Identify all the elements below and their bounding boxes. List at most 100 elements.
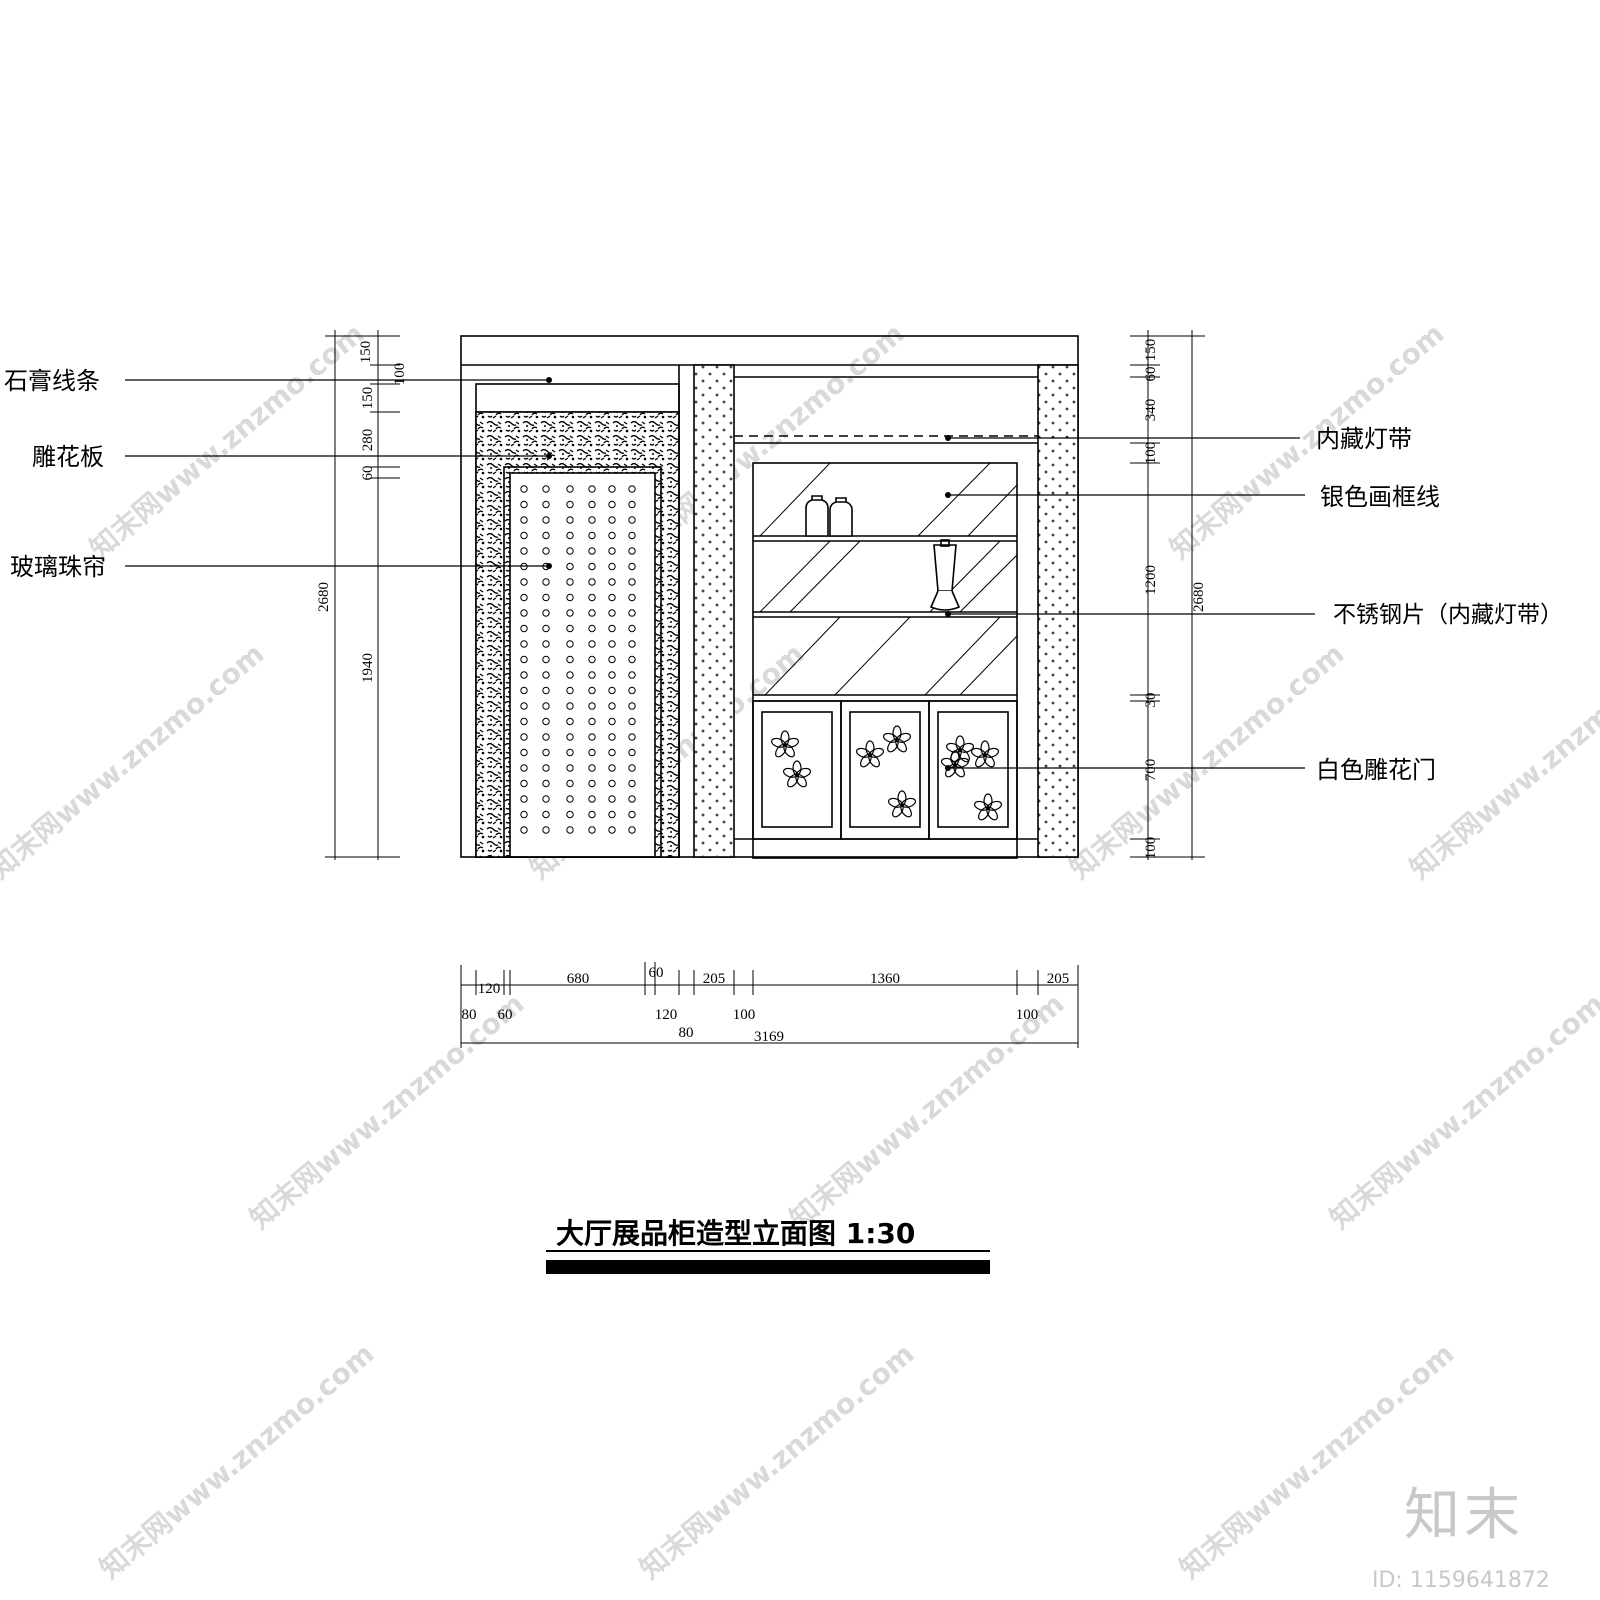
bead	[628, 578, 636, 586]
bead	[628, 500, 636, 509]
bead	[588, 516, 596, 524]
dim-right-100b: 100	[1143, 837, 1159, 860]
bead	[566, 764, 574, 772]
bead	[566, 702, 574, 710]
bead	[542, 578, 550, 586]
bead	[566, 795, 574, 803]
bead	[628, 671, 636, 679]
bead	[608, 531, 616, 540]
bead	[608, 516, 616, 524]
bead	[588, 655, 596, 664]
dim-right-340: 340	[1143, 399, 1159, 422]
brand-id: ID: 1159641872	[1372, 1568, 1550, 1593]
bead	[608, 485, 616, 493]
bead	[566, 547, 574, 555]
bead	[520, 500, 528, 509]
bead	[566, 593, 574, 602]
bead	[628, 779, 636, 788]
dim-left-inner-150: 150	[360, 387, 376, 410]
drawing-title: 大厅展品柜造型立面图 1:30	[556, 1217, 916, 1250]
title-underline-thin	[546, 1250, 990, 1252]
bead	[542, 764, 550, 772]
bead	[566, 810, 574, 819]
bead	[520, 733, 528, 741]
dim-right-30: 30	[1143, 693, 1159, 708]
bead	[520, 702, 528, 710]
dim-bottom-80b: 80	[679, 1025, 694, 1041]
bead	[566, 733, 574, 741]
bead	[520, 485, 528, 493]
bead	[608, 702, 616, 710]
dim-right-1200: 1200	[1143, 565, 1159, 595]
bead	[520, 655, 528, 664]
label-carved-panel: 雕花板	[32, 443, 104, 471]
bead	[628, 547, 636, 555]
bead	[628, 640, 636, 648]
bead	[608, 810, 616, 819]
bead	[520, 578, 528, 586]
dim-left-inner-280: 280	[360, 429, 376, 452]
bead	[566, 779, 574, 788]
bead	[520, 795, 528, 803]
label-silver-frame: 银色画框线	[1320, 483, 1440, 511]
bead	[588, 593, 596, 602]
bead	[588, 748, 596, 757]
bead	[628, 562, 636, 571]
bead	[628, 655, 636, 664]
bead	[520, 810, 528, 819]
bead	[520, 717, 528, 726]
watermark-text: 知末网www.znzmo.com	[783, 987, 1070, 1235]
bead	[608, 748, 616, 757]
title-underline-bar	[546, 1260, 990, 1274]
bead	[520, 686, 528, 695]
bead	[588, 640, 596, 648]
dim-left-outer-2680: 2680	[316, 582, 332, 612]
bead	[542, 810, 550, 819]
bead	[588, 702, 596, 710]
bead	[588, 779, 596, 788]
bead	[628, 516, 636, 524]
bead	[628, 748, 636, 757]
bead	[520, 516, 528, 524]
bead	[542, 671, 550, 679]
bead	[520, 748, 528, 757]
watermark-text: 知末网www.znzmo.com	[1323, 987, 1600, 1235]
bead	[628, 826, 636, 834]
bead	[588, 686, 596, 695]
bead	[608, 717, 616, 726]
dim-bottom-100b: 100	[1016, 1007, 1039, 1023]
bead	[566, 578, 574, 586]
dim-left-outer-150: 150	[358, 341, 374, 364]
brand-logo: 知末	[1404, 1483, 1524, 1548]
dim-bottom-60b: 60	[498, 1007, 513, 1023]
bead	[566, 485, 574, 493]
bead	[542, 485, 550, 493]
watermark-text: 知末网www.znzmo.com	[83, 317, 370, 565]
watermark-text: 知末网www.znzmo.com	[1063, 637, 1350, 885]
bead	[588, 562, 596, 571]
bead	[520, 779, 528, 788]
bead	[608, 655, 616, 664]
bead	[628, 810, 636, 819]
dim-right-outer-2680: 2680	[1191, 582, 1207, 612]
bead	[628, 686, 636, 695]
watermark-text: 知末网www.znzmo.com	[93, 1337, 380, 1585]
bead	[520, 593, 528, 602]
bead	[628, 624, 636, 633]
bead	[628, 702, 636, 710]
bead	[542, 516, 550, 524]
dim-bottom-205a: 205	[703, 971, 726, 987]
bead	[566, 531, 574, 540]
bead	[628, 609, 636, 617]
bead	[608, 733, 616, 741]
dim-bottom-205b: 205	[1047, 971, 1070, 987]
bead	[628, 795, 636, 803]
bead	[542, 500, 550, 509]
bead	[520, 764, 528, 772]
bead	[608, 547, 616, 555]
bead	[520, 547, 528, 555]
bead	[520, 624, 528, 633]
dim-right-700: 700	[1143, 759, 1159, 782]
bead	[542, 733, 550, 741]
